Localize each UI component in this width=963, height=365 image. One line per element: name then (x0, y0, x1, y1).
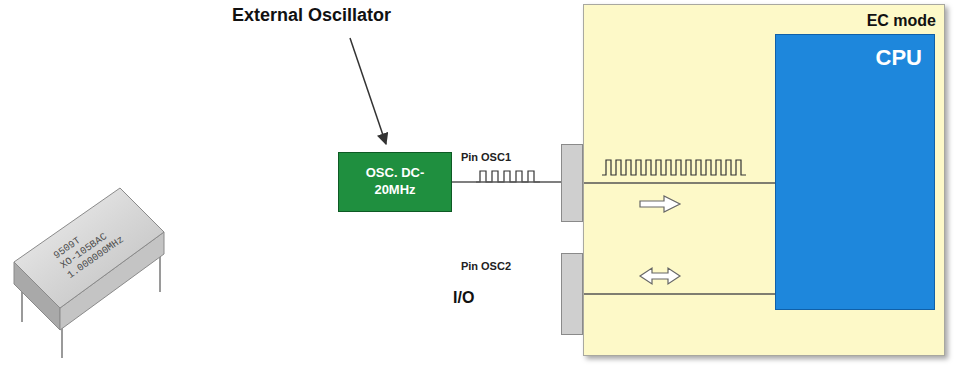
leader-arrow (350, 38, 386, 144)
bidirectional-arrow (640, 268, 680, 284)
node-text: Pin OSC2 (461, 260, 511, 272)
panel-ground (583, 4, 945, 356)
heading-label: External Oscillator (232, 5, 391, 26)
oscillator-box: OSC. DC-20MHz (338, 152, 452, 212)
signal-wire (583, 182, 775, 184)
direction-arrow (640, 196, 680, 212)
square-wave (602, 160, 746, 175)
signal-wire (452, 181, 561, 183)
marking-group: 9509TXO-105BAC1.000000MHz (52, 214, 127, 281)
crystal-oscillator-can (14, 188, 164, 358)
node-text: CPU (876, 45, 922, 71)
signal-wire (583, 293, 775, 295)
square-wave (476, 171, 540, 182)
pin: Pin OSC1 (561, 144, 583, 222)
node-text: Pin OSC1 (461, 151, 511, 163)
node-text: EC mode (867, 12, 936, 30)
cpu-block: CPU (775, 34, 935, 310)
pin-function: I/O (453, 289, 474, 307)
pin: Pin OSC2 (561, 253, 583, 335)
node-text: OSC. DC-20MHz (355, 165, 435, 199)
mode-panel: EC modeCPU (583, 4, 945, 356)
